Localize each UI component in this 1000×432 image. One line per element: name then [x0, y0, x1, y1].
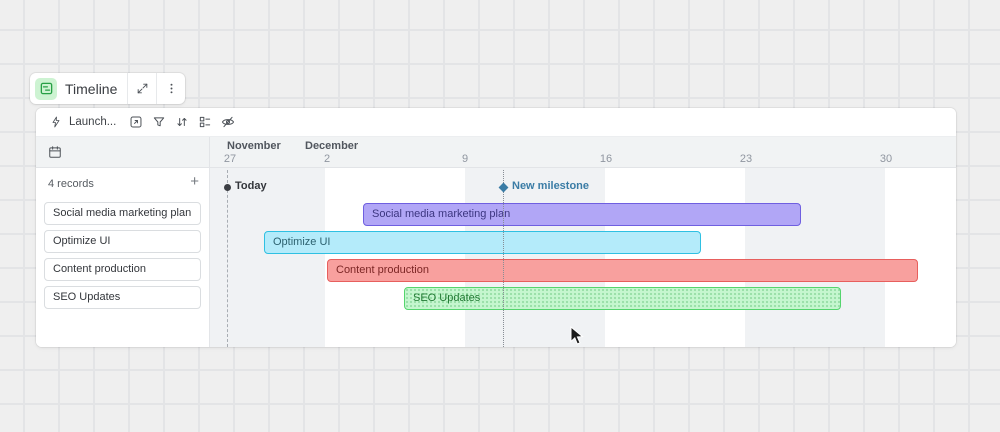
filter-icon[interactable]: [152, 115, 166, 129]
today-label: Today: [235, 180, 267, 192]
timeline-toolbar: Launch...: [36, 108, 956, 137]
timeline-view-button[interactable]: Timeline: [30, 73, 127, 104]
launch-button[interactable]: Launch...: [50, 108, 116, 136]
records-sidebar: 4 records + Social media marketing plan …: [36, 168, 210, 347]
timeline-body: 4 records + Social media marketing plan …: [36, 168, 956, 347]
day-tick: 2: [323, 153, 331, 165]
record-card[interactable]: Social media marketing plan: [44, 202, 201, 225]
kebab-menu-icon: [170, 83, 173, 94]
hide-fields-icon[interactable]: [221, 115, 235, 129]
add-record-button[interactable]: +: [190, 173, 199, 190]
expand-icon: [137, 83, 148, 94]
gantt-bar[interactable]: Optimize UI: [264, 231, 701, 254]
date-scale: November December 27 2 9 16 23 30: [210, 137, 956, 167]
date-header: November December 27 2 9 16 23 30: [36, 137, 956, 168]
group-icon[interactable]: [198, 115, 212, 129]
calendar-icon[interactable]: [48, 145, 62, 159]
launch-label: Launch...: [69, 116, 117, 128]
sort-icon[interactable]: [175, 115, 189, 129]
week-shade-band: [465, 168, 605, 347]
month-label: November: [227, 140, 281, 152]
gantt-chart-area: Today New milestone Social media marketi…: [210, 168, 956, 347]
open-record-icon[interactable]: [129, 115, 143, 129]
today-line: [227, 170, 228, 347]
day-tick: 23: [739, 153, 753, 165]
day-tick: 27: [223, 153, 237, 165]
gantt-bar[interactable]: SEO Updates: [404, 287, 841, 310]
lightning-icon: [52, 116, 60, 128]
record-card[interactable]: SEO Updates: [44, 286, 201, 309]
milestone-line: [503, 170, 504, 347]
day-tick: 30: [879, 153, 893, 165]
record-card[interactable]: Content production: [44, 258, 201, 281]
gantt-bar[interactable]: Content production: [327, 259, 918, 282]
timeline-panel: Launch... November December 27 2 9 16 23…: [36, 108, 956, 347]
record-list: Social media marketing plan Optimize UI …: [44, 202, 201, 314]
date-header-sidebar: [36, 137, 210, 167]
view-menu-button[interactable]: [156, 73, 185, 104]
gantt-bar[interactable]: Social media marketing plan: [363, 203, 801, 226]
today-marker-dot: [224, 184, 231, 191]
expand-view-button[interactable]: [127, 73, 156, 104]
record-count-label: 4 records: [48, 178, 94, 190]
month-label: December: [305, 140, 359, 152]
milestone-label: New milestone: [512, 180, 590, 192]
week-shade-band: [745, 168, 885, 347]
week-shade-band: [210, 168, 325, 347]
view-title: Timeline: [65, 80, 118, 97]
record-card[interactable]: Optimize UI: [44, 230, 201, 253]
day-tick: 16: [599, 153, 613, 165]
timeline-view-icon: [35, 77, 57, 100]
toolbar-icons: [129, 108, 235, 136]
view-switcher: Timeline: [30, 73, 186, 104]
day-tick: 9: [461, 153, 469, 165]
